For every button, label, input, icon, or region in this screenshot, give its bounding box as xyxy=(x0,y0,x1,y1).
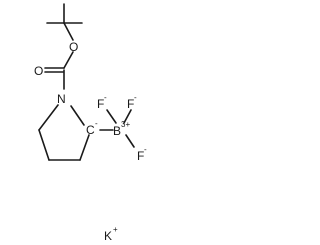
bond-oxygen-carbonyl-carbon xyxy=(63,51,74,69)
atom-oxygen-ester: O xyxy=(69,40,78,54)
atom-oxygen-carbonyl: O xyxy=(34,64,43,78)
atom-nitrogen: N xyxy=(57,92,66,106)
charge-boron: 3+ xyxy=(121,120,130,129)
chemical-structure: O O N C - B 3+ F - F - F - K + xyxy=(34,3,147,243)
charge-potassium: + xyxy=(113,225,118,234)
bond-tbu-oxygen xyxy=(63,22,74,41)
bond-boron-f-right xyxy=(123,109,132,124)
charge-fluorine-left: - xyxy=(104,93,107,102)
bond-n-c5 xyxy=(38,104,59,131)
bond-c3-c2 xyxy=(79,134,90,161)
bond-c2-n xyxy=(70,105,85,126)
bond-c5-c4 xyxy=(38,129,50,161)
atom-fluorine-left: F xyxy=(97,97,104,111)
charge-carbanion: - xyxy=(95,119,98,128)
atom-fluorine-right: F xyxy=(127,97,134,111)
bond-boron-f-bottom xyxy=(125,134,135,148)
atom-carbanion: C xyxy=(86,123,95,137)
charge-fluorine-right: - xyxy=(134,93,137,102)
atom-boron: B xyxy=(113,124,121,138)
charge-fluorine-bottom: - xyxy=(144,145,147,154)
atom-potassium: K xyxy=(104,229,112,243)
bond-boron-f-left xyxy=(106,109,117,124)
atom-fluorine-bottom: F xyxy=(137,149,144,163)
